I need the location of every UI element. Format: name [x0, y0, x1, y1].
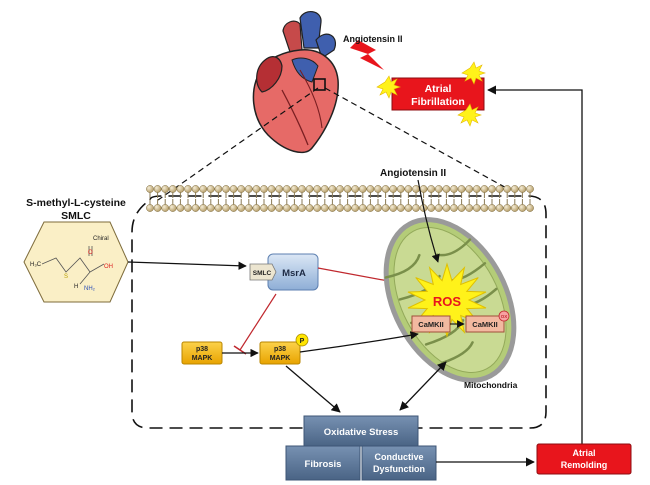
- oxidative-stress-box: Oxidative Stress: [303, 415, 419, 447]
- conductive-dysfunction-line2: Dysfunction: [373, 464, 425, 474]
- smlc-abbrev: SMLC: [61, 210, 91, 222]
- arrow-mito-oxstress: [399, 361, 447, 411]
- oxidative-stress-label: Oxidative Stress: [324, 427, 398, 438]
- p38-mapk-phospho-box: p38 MAPK P: [259, 333, 309, 365]
- atom-nh2: NH₂: [84, 286, 96, 292]
- fibrosis-box: Fibrosis: [285, 445, 361, 481]
- atom-s: S: [64, 274, 68, 280]
- ros-burst: ROS: [407, 262, 487, 338]
- atom-h3c: H₃C: [30, 262, 42, 268]
- oxidation-icon: [498, 310, 510, 322]
- chiral-label: Chiral: [93, 236, 109, 242]
- lipid-bilayer-icon: [146, 185, 534, 212]
- ox-label: OX: [501, 314, 508, 319]
- atrial-remolding-line2: Remolding: [561, 460, 608, 470]
- camkii-box: CaMKII: [411, 315, 451, 333]
- arrow-angiotensin-ros: [417, 179, 440, 263]
- conductive-dysfunction-line1: Conductive: [374, 452, 423, 462]
- ros-label: ROS: [433, 294, 462, 309]
- atom-o: O: [88, 250, 93, 256]
- atom-h: H: [74, 284, 78, 290]
- conductive-dysfunction-box: Conductive Dysfunction: [361, 445, 437, 481]
- inhibit-msra-p38: [239, 293, 277, 351]
- atrial-fibrillation-line2: Fibrillation: [411, 96, 465, 108]
- smlc-name: S-methyl-L-cysteine: [26, 197, 126, 209]
- camkii-ox-box: CaMKII OX: [465, 310, 510, 333]
- atrial-remolding-line1: Atrial: [572, 448, 595, 458]
- p38p-line2: MAPK: [270, 355, 291, 362]
- mitochondria-label: Mitochondria: [464, 380, 518, 390]
- fibrosis-label: Fibrosis: [305, 459, 342, 470]
- atrial-remolding-box: Atrial Remolding: [536, 443, 632, 475]
- feedback-arrow: [487, 85, 583, 446]
- p38-line2: MAPK: [192, 355, 213, 362]
- angiotensin-label-mid: Angiotensin II: [380, 168, 446, 179]
- phospho-icon: [295, 333, 309, 347]
- cell-boundary: [131, 195, 547, 429]
- heart-icon: [252, 11, 339, 154]
- sparkle-icon: [457, 103, 482, 127]
- arrow-p38-oxstress: [285, 365, 341, 413]
- zoom-line-right: [324, 87, 511, 191]
- angiotensin-label-top: Angiotensin II: [343, 34, 403, 44]
- smlc-tag: SMLC: [253, 270, 272, 277]
- lightning-bolt-icon: [350, 40, 384, 70]
- smlc-structure: Chiral O OH H₃C S H NH₂: [23, 221, 129, 303]
- arrow-p38-ros: [299, 331, 419, 353]
- sparkle-icon: [376, 75, 401, 99]
- smlc-msra-complex: SMLC MsrA: [249, 253, 319, 291]
- atrial-fibrillation-box: Atrial Fibrillation: [376, 61, 486, 127]
- p38-mapk-box: p38 MAPK: [181, 341, 223, 365]
- atom-oh: OH: [104, 264, 113, 270]
- camkii-label: CaMKII: [418, 320, 443, 329]
- arrow-smlc-msra: [127, 261, 247, 270]
- sparkle-icon: [461, 61, 486, 85]
- zoom-line-left: [157, 87, 319, 201]
- msra-label: MsrA: [282, 268, 306, 279]
- p38p-line1: p38: [274, 346, 286, 353]
- atrial-fibrillation-line1: Atrial: [425, 83, 452, 95]
- p38-line1: p38: [196, 346, 208, 353]
- phospho-label: P: [300, 338, 305, 345]
- camkii-ox-label: CaMKII: [472, 320, 497, 329]
